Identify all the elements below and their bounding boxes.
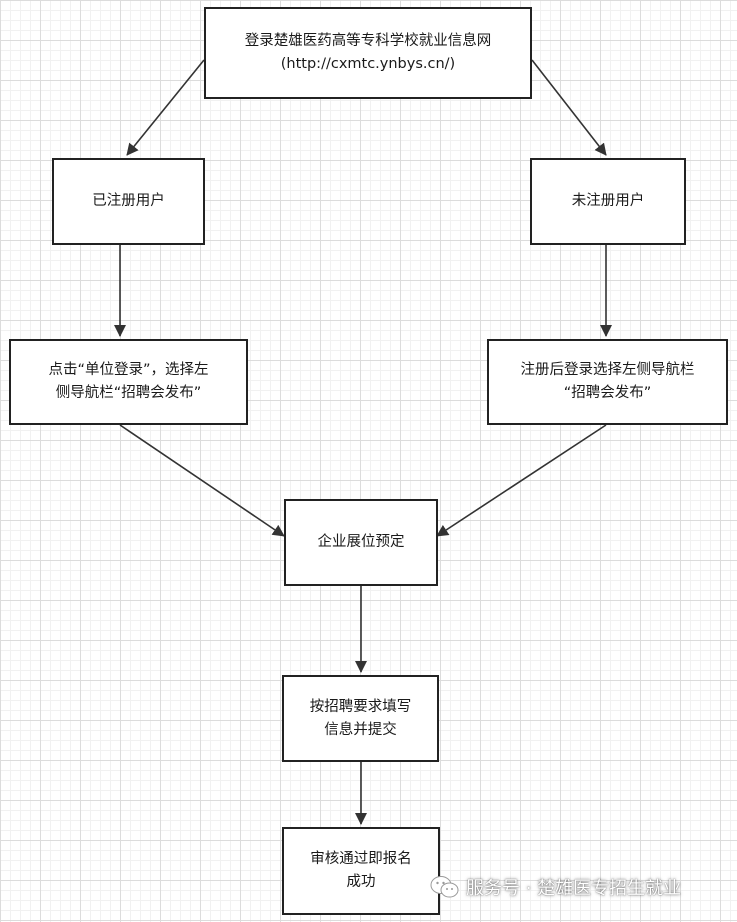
node-booth-booking: 企业展位预定 (284, 499, 438, 586)
node-login-site: 登录楚雄医药高等专科学校就业信息网 (http://cxmtc.ynbys.cn… (204, 7, 532, 99)
node-register-then-login-label: 注册后登录选择左侧导航栏 “招聘会发布” (520, 362, 695, 401)
arrow-register-login-to-booth (436, 424, 607, 537)
node-booth-booking-label: 企业展位预定 (317, 534, 405, 550)
node-review-success: 审核通过即报名 成功 (282, 827, 440, 915)
node-click-unit-login-label: 点击“单位登录”，选择左 侧导航栏“招聘会发布” (48, 362, 209, 401)
node-fill-and-submit-label: 按招聘要求填写 信息并提交 (309, 698, 412, 738)
node-unregistered-user: 未注册用户 (530, 158, 686, 245)
arrow-login-to-registered (126, 59, 205, 156)
node-register-then-login: 注册后登录选择左侧导航栏 “招聘会发布” (487, 339, 728, 425)
node-registered-user: 已注册用户 (52, 158, 205, 245)
node-click-unit-login: 点击“单位登录”，选择左 侧导航栏“招聘会发布” (9, 339, 248, 425)
node-registered-user-label: 已注册用户 (92, 193, 165, 209)
arrow-login-to-unregistered (531, 59, 607, 156)
node-login-site-label: 登录楚雄医药高等专科学校就业信息网 (http://cxmtc.ynbys.cn… (244, 33, 492, 72)
watermark: 服务号 · 楚雄医专招生就业 (430, 874, 681, 900)
node-unregistered-user-label: 未注册用户 (571, 193, 645, 209)
node-review-success-label: 审核通过即报名 成功 (310, 851, 412, 890)
wechat-icon (430, 876, 459, 898)
arrow-click-login-to-booth (119, 424, 285, 537)
node-fill-and-submit: 按招聘要求填写 信息并提交 (282, 675, 439, 762)
watermark-text: 服务号 · 楚雄医专招生就业 (466, 878, 682, 899)
